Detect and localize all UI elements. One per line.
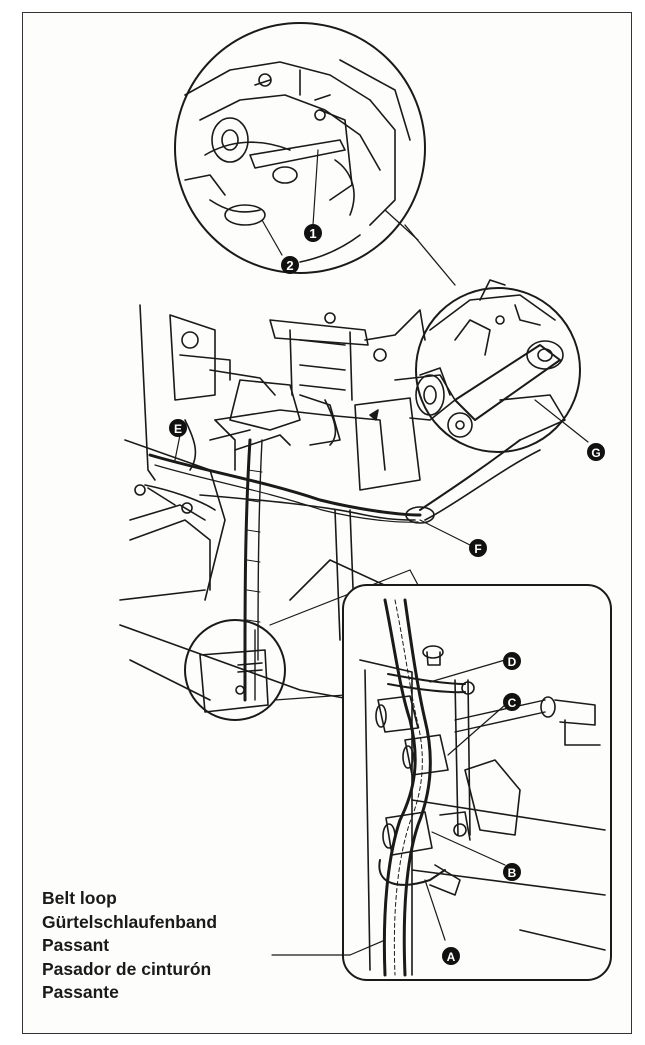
callout-F: F xyxy=(469,539,487,557)
svg-text:E: E xyxy=(174,422,182,436)
right-detail-magnifier xyxy=(415,279,589,453)
belt-loop-label-block: Belt loop Gürtelschlaufenband Passant Pa… xyxy=(42,887,217,1005)
label-spanish: Pasador de cinturón xyxy=(42,958,212,979)
main-assembly xyxy=(119,304,541,701)
svg-text:F: F xyxy=(474,542,481,556)
top-detail-magnifier xyxy=(174,22,426,274)
callout-2: 2 xyxy=(281,256,299,274)
svg-text:C: C xyxy=(508,696,517,710)
label-german: Gürtelschlaufenband xyxy=(42,911,218,932)
callout-G: G xyxy=(587,443,605,461)
svg-text:1: 1 xyxy=(309,226,316,241)
label-french: Passant xyxy=(42,935,110,955)
svg-text:2: 2 xyxy=(286,258,293,273)
svg-text:G: G xyxy=(591,446,600,460)
callout-E: E xyxy=(169,419,187,437)
label-italian: Passante xyxy=(42,982,119,1002)
svg-text:D: D xyxy=(508,655,517,669)
callout-A: A xyxy=(442,947,460,965)
svg-text:A: A xyxy=(447,950,456,964)
callout-1: 1 xyxy=(304,224,322,242)
belt-loop-detail-box xyxy=(342,584,612,981)
callout-D: D xyxy=(503,652,521,670)
label-english: Belt loop xyxy=(42,888,117,908)
svg-text:B: B xyxy=(508,866,517,880)
callout-C: C xyxy=(503,693,521,711)
callout-B: B xyxy=(503,863,521,881)
